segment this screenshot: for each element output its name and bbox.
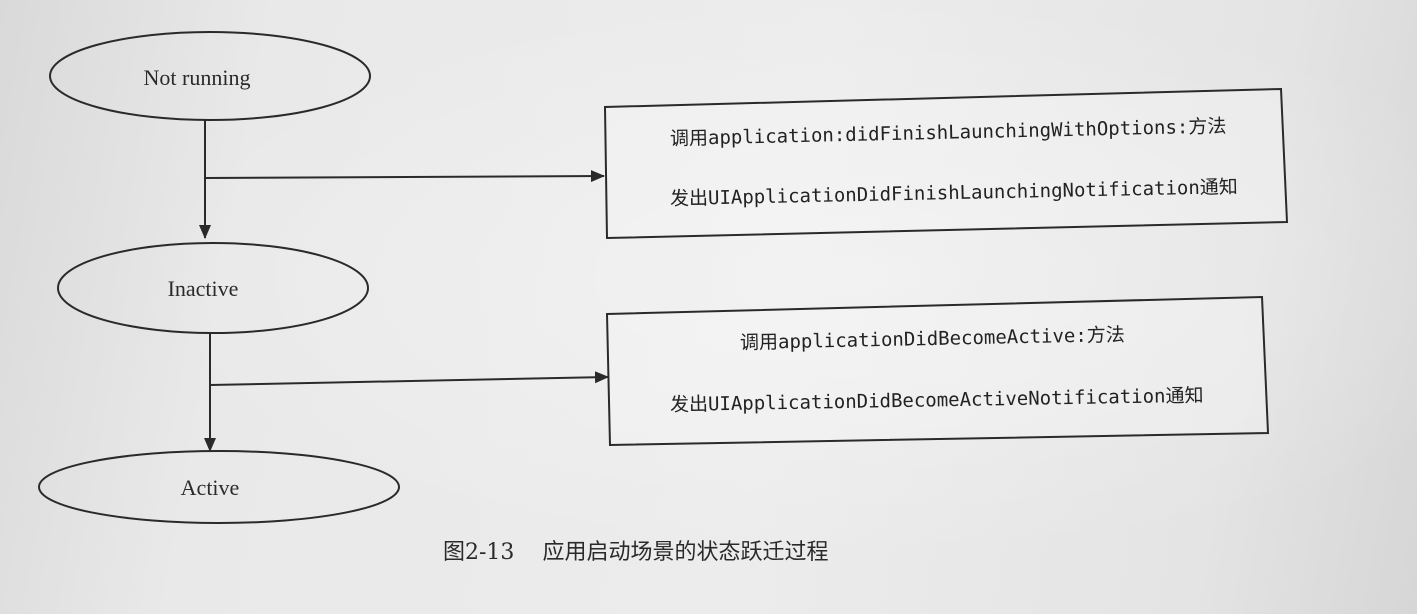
state-inactive-ellipse bbox=[57, 242, 369, 334]
state-not-running-ellipse bbox=[49, 31, 371, 121]
figure-caption: 图2-13 应用启动场景的状态跃迁过程 bbox=[443, 534, 828, 566]
figure-title: 应用启动场景的状态跃迁过程 bbox=[542, 540, 829, 565]
state-label-not-running: Not running bbox=[143, 65, 251, 90]
connector-arrow-to-active-note bbox=[209, 371, 609, 386]
connector-arrow-to-launch-note bbox=[204, 170, 605, 183]
state-label-active: Active bbox=[180, 475, 240, 500]
note-box-launch bbox=[603, 87, 1289, 240]
note-box-become-active bbox=[605, 295, 1270, 447]
figure-number: 图2-13 bbox=[443, 540, 515, 565]
state-active-ellipse bbox=[38, 450, 400, 524]
state-label-inactive: Inactive bbox=[167, 276, 239, 301]
